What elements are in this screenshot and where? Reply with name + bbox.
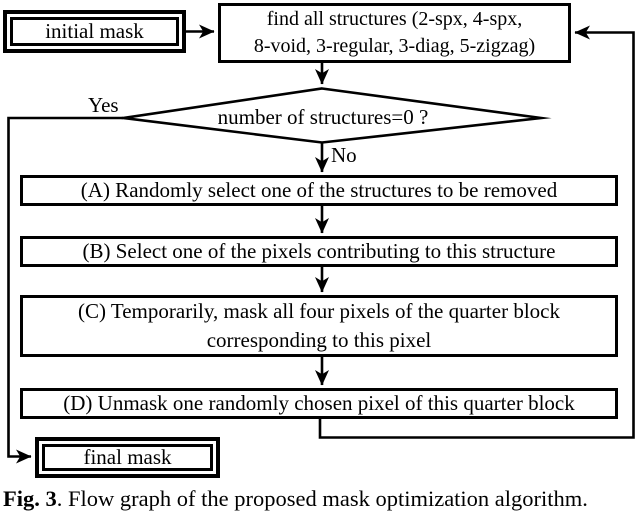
figure-caption-tag: Fig. 3 xyxy=(3,486,57,511)
initial-mask-label: initial mask xyxy=(45,19,144,43)
step-c-line-2: corresponding to this pixel xyxy=(206,328,432,352)
figure-caption: Fig. 3. Flow graph of the proposed mask … xyxy=(3,486,639,512)
step-b-node: (B) Select one of the pixels contributin… xyxy=(20,236,618,267)
figure-caption-text: . Flow graph of the proposed mask optimi… xyxy=(56,486,588,511)
edge-yes-to-final xyxy=(7,116,123,464)
final-mask-label: final mask xyxy=(83,445,172,469)
initial-mask-node: initial mask xyxy=(3,10,186,53)
find-structures-line-2: 8-void, 3-regular, 3-diag, 5-zigzag) xyxy=(253,35,536,57)
no-branch-label: No xyxy=(331,143,357,167)
step-a-label: (A) Randomly select one of the structure… xyxy=(80,177,558,202)
yes-branch-label: Yes xyxy=(88,93,119,117)
step-d-label: (D) Unmask one randomly chosen pixel of … xyxy=(63,390,575,415)
step-b-label: (B) Select one of the pixels contributin… xyxy=(82,238,556,263)
initial-mask-inner-border: initial mask xyxy=(10,17,179,46)
step-c-line-1: (C) Temporarily, mask all four pixels of… xyxy=(78,299,560,324)
final-mask-node: final mask xyxy=(35,437,220,478)
edge-step-d-feedback-to-find xyxy=(318,25,635,439)
decision-label: number of structures=0 ? xyxy=(217,105,429,129)
step-d-node: (D) Unmask one randomly chosen pixel of … xyxy=(20,388,618,419)
step-a-node: (A) Randomly select one of the structure… xyxy=(20,175,618,206)
find-structures-node: find all structures (2-spx, 4-spx, 8-voi… xyxy=(218,3,571,63)
final-mask-inner-border: final mask xyxy=(42,444,213,471)
find-structures-line-1: find all structures (2-spx, 4-spx, xyxy=(266,8,523,30)
step-c-node: (C) Temporarily, mask all four pixels of… xyxy=(20,295,618,357)
